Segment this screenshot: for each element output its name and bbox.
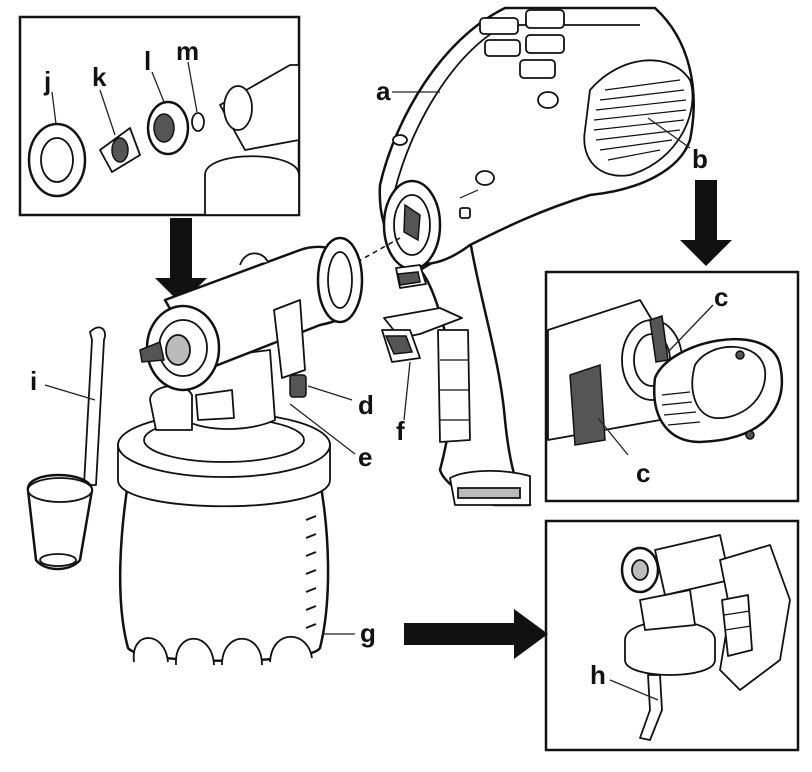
- arrow-right-icon: [404, 609, 548, 659]
- label-i: i: [30, 366, 37, 396]
- label-j: j: [43, 66, 51, 96]
- arrow-down-left-icon: [155, 218, 207, 304]
- label-l: l: [144, 46, 151, 76]
- trigger-latch: [381, 307, 463, 363]
- label-e: e: [358, 442, 372, 472]
- spray-attachment: [117, 236, 364, 666]
- label-m: m: [176, 36, 199, 66]
- viscosity-cup: [26, 326, 106, 571]
- label-c-top: c: [714, 282, 728, 312]
- arrow-down-right-icon: [680, 180, 732, 266]
- label-h: h: [590, 660, 606, 690]
- leader-lines: [44, 61, 714, 701]
- label-k: k: [92, 62, 107, 92]
- label-c-bottom: c: [636, 458, 650, 488]
- label-d: d: [358, 390, 374, 420]
- assembled-sprayer: [620, 534, 791, 741]
- label-a: a: [376, 76, 391, 106]
- label-f: f: [396, 416, 405, 446]
- label-b: b: [692, 144, 708, 174]
- nozzle-parts: [27, 64, 300, 216]
- air-filter-parts: [547, 299, 784, 446]
- motor-handle: [378, 6, 695, 507]
- label-g: g: [360, 618, 376, 648]
